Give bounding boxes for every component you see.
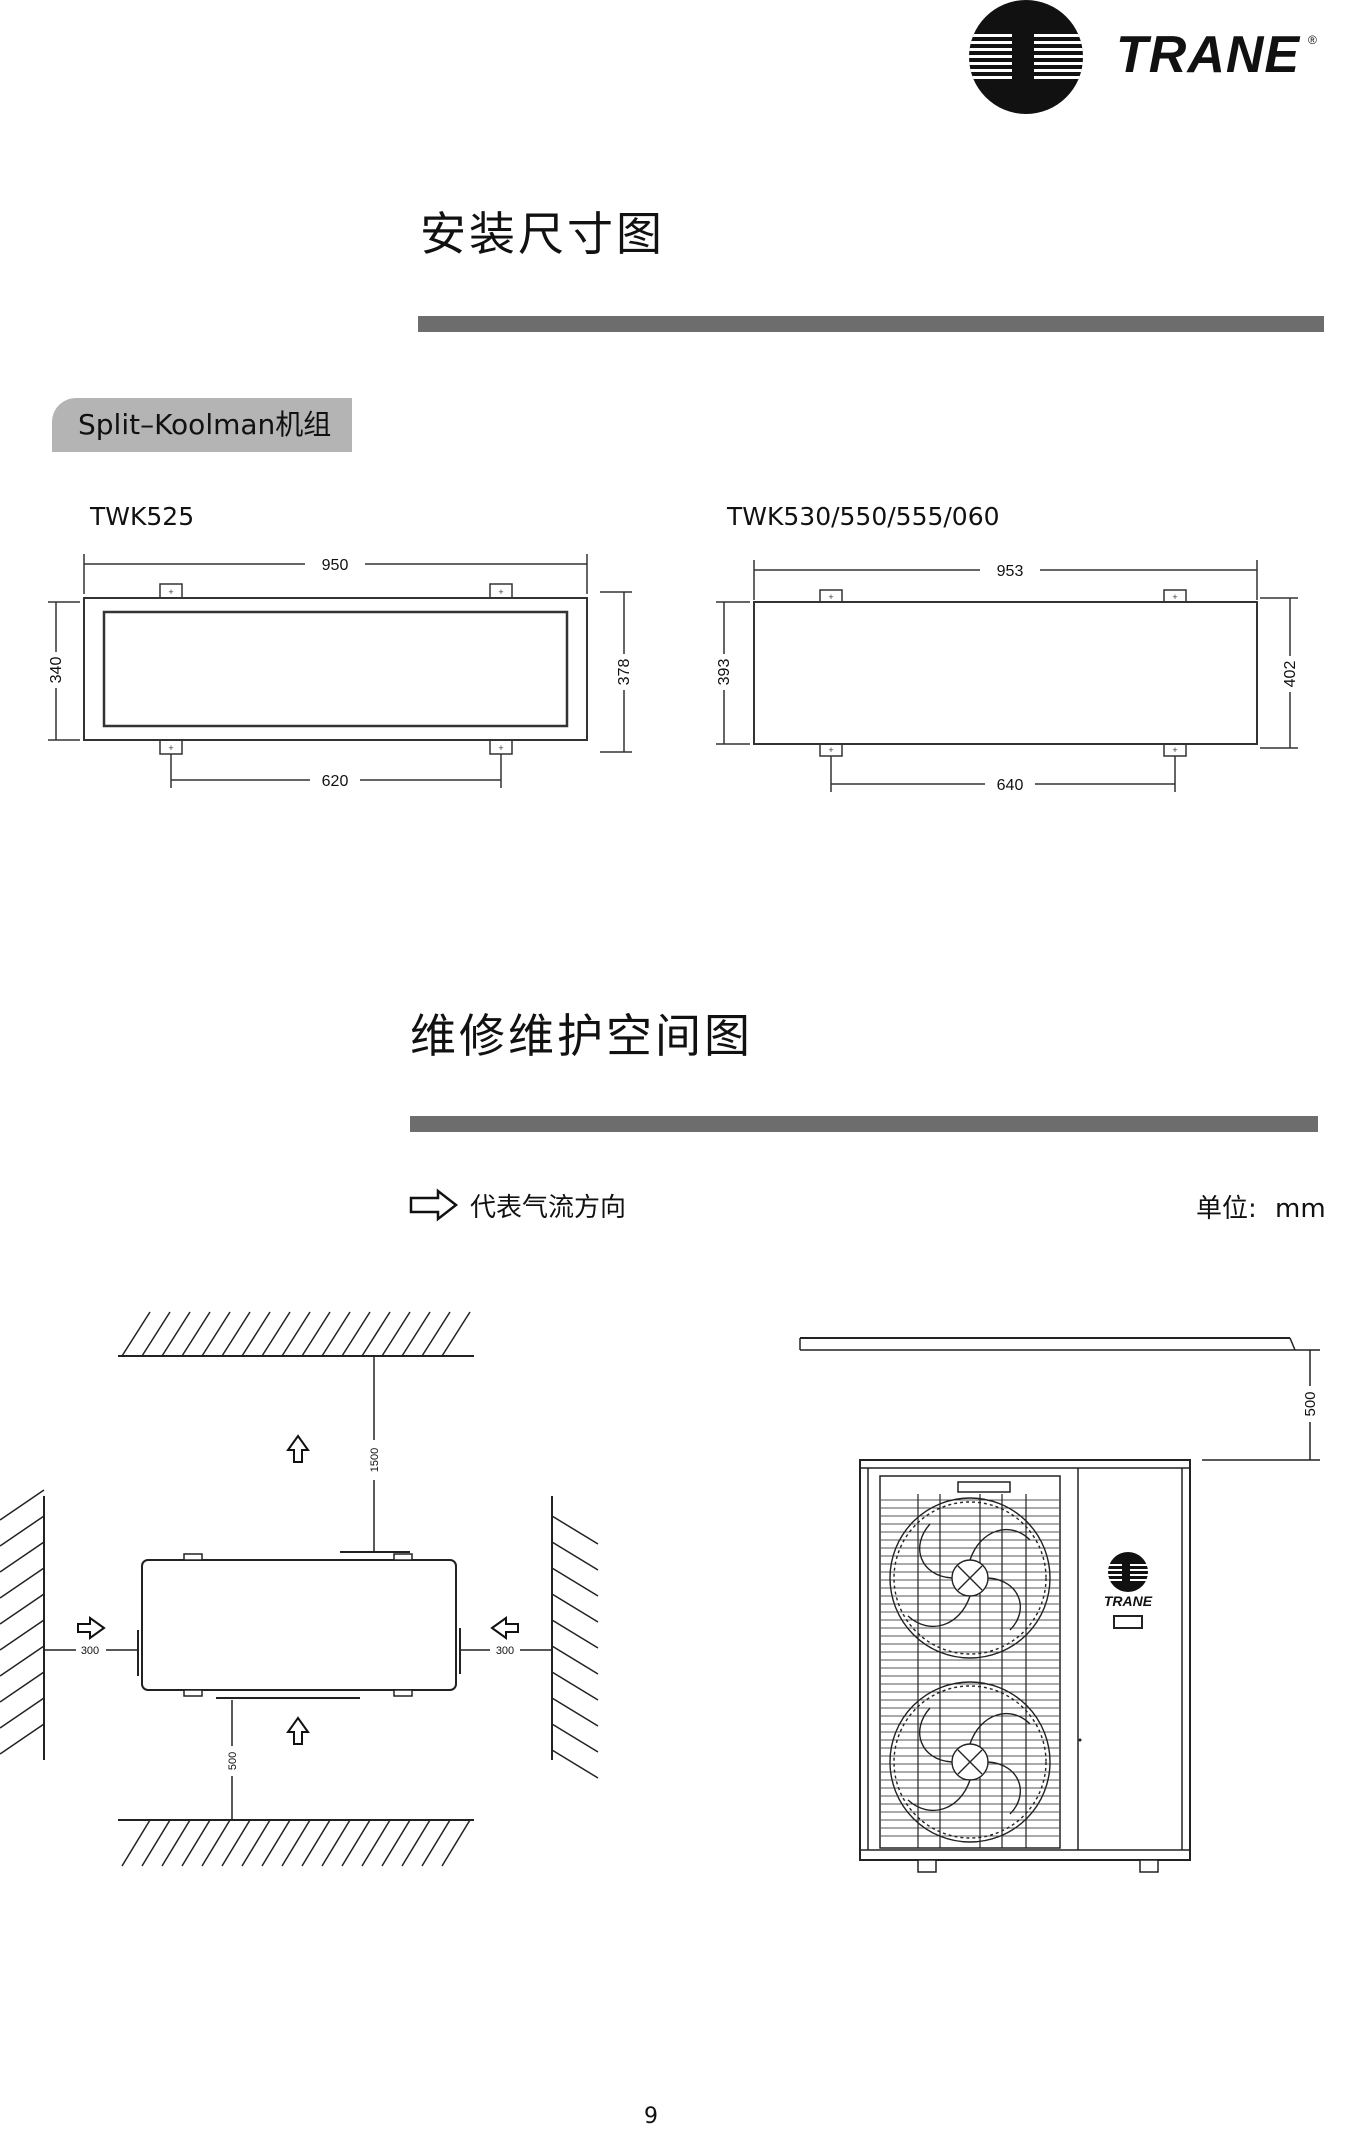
bottom-clearance-label: 500 [227, 1752, 239, 1770]
service-title: 维修维护空间图 [410, 1009, 753, 1063]
airflow-legend-text: 代表气流方向 [470, 1192, 627, 1223]
service-title-bar [410, 1116, 1318, 1132]
right-clearance-label: 300 [496, 1645, 514, 1657]
unit-brand-text: TRANE [1104, 1593, 1153, 1609]
airflow-legend: 代表气流方向 [408, 1188, 627, 1223]
svg-text:+: + [498, 743, 503, 753]
dim-height-right-b: 402 [1282, 661, 1299, 688]
unit-label: 单位: mm [1196, 1194, 1326, 1224]
svg-text:®: ® [1308, 33, 1317, 47]
airflow-arrow-icon [409, 1188, 459, 1222]
install-title: 安装尺寸图 [420, 207, 665, 261]
clearance-plan-drawing: 1500 300 300 500 [0, 1311, 599, 1867]
dim-height-left-b: 378 [616, 659, 633, 686]
left-clearance-label: 300 [81, 1645, 99, 1657]
dim-width-left: 950 [322, 557, 349, 574]
model-label-left: TWK525 [90, 502, 195, 531]
outdoor-unit-front-drawing: TRANE 500 [799, 1337, 1320, 1873]
install-drawing-left: + + + + 950 340 378 620 [46, 554, 634, 790]
svg-text:+: + [168, 587, 173, 597]
front-top-clearance-label: 500 [1302, 1391, 1319, 1416]
unit-logo-icon [1108, 1552, 1148, 1592]
dim-mount-right: 640 [997, 777, 1024, 794]
svg-text:+: + [828, 745, 833, 755]
svg-text:+: + [1172, 592, 1177, 602]
install-title-bar [418, 316, 1324, 332]
svg-text:+: + [498, 587, 503, 597]
top-clearance-label: 1500 [369, 1448, 381, 1472]
brand-logo: TRANE ® [968, 0, 1338, 120]
svg-text:+: + [1172, 745, 1177, 755]
svg-text:+: + [828, 592, 833, 602]
page-number: 9 [644, 2104, 658, 2129]
dim-height-left-a: 340 [48, 657, 65, 684]
dim-height-right-a: 393 [716, 659, 733, 686]
brand-name: TRANE [1116, 26, 1300, 84]
svg-text:+: + [168, 743, 173, 753]
model-label-right: TWK530/550/555/060 [727, 502, 1000, 531]
trane-globe-icon: TRANE ® [969, 0, 1317, 114]
dim-width-right: 953 [997, 563, 1024, 580]
install-drawing-right: + + + + 953 393 402 640 [714, 560, 1300, 794]
product-tab: Split–Koolman机组 [52, 398, 352, 452]
dim-mount-left: 620 [322, 773, 349, 790]
